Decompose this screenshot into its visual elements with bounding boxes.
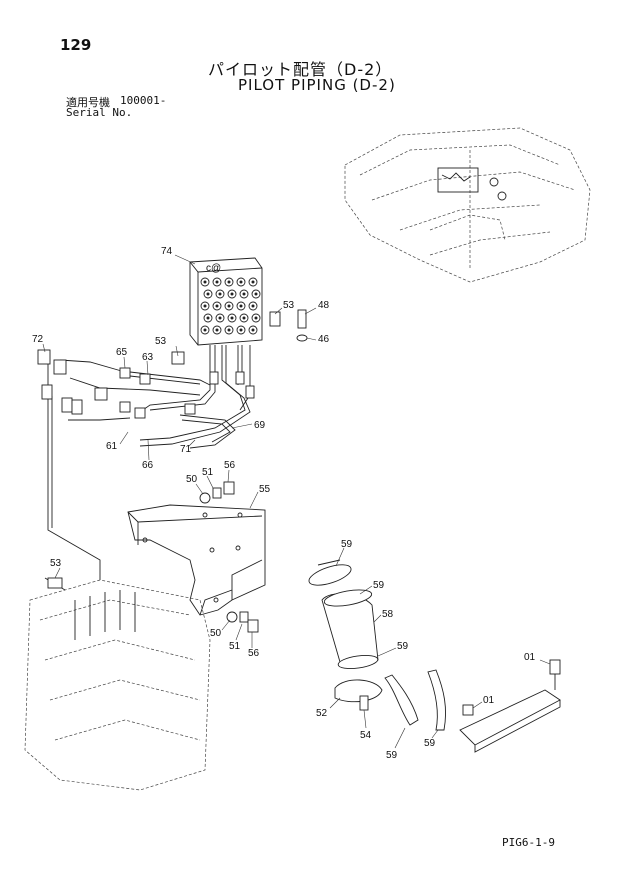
valve-port-center: [254, 316, 258, 320]
callout-53: 53: [155, 336, 167, 347]
valve-port-center: [203, 304, 207, 308]
valve-port-center: [215, 328, 219, 332]
valve-port-center: [227, 328, 231, 332]
valve-port-center: [251, 328, 255, 332]
callout-59: 59: [373, 580, 385, 591]
valve-port-center: [251, 304, 255, 308]
callout-58: 58: [382, 609, 394, 620]
valve-port-center: [239, 328, 243, 332]
callout-52: 52: [316, 708, 328, 719]
serial-label-japanese: 適用号機: [66, 96, 110, 109]
callout-71: 71: [180, 444, 192, 455]
valve-port-center: [215, 304, 219, 308]
valve-port-center: [254, 292, 258, 296]
callout-01: 01: [524, 652, 536, 663]
callout-51: 51: [229, 641, 241, 652]
callout-51: 51: [202, 467, 214, 478]
footer-code: PIG6-1-9: [502, 836, 555, 849]
callout-66: 66: [142, 460, 154, 471]
callout-63: 63: [142, 352, 154, 363]
hose-assembly: [308, 559, 447, 731]
callout-48: 48: [318, 300, 330, 311]
page-number: 129: [60, 36, 92, 54]
bracket: [127, 504, 266, 616]
valve-port-center: [242, 316, 246, 320]
callout-50: 50: [186, 474, 198, 485]
callout-55: 55: [259, 484, 271, 495]
bolts-washers: [199, 481, 259, 633]
callout-61: 61: [106, 441, 118, 452]
callout-72: 72: [32, 334, 44, 345]
callout-65: 65: [116, 347, 128, 358]
valve-port-center: [242, 292, 246, 296]
callout-01: 01: [483, 695, 495, 706]
callout-59: 59: [341, 539, 353, 550]
valve-port-center: [206, 292, 210, 296]
callout-53: 53: [50, 558, 62, 569]
callout-74: 74: [161, 246, 173, 257]
valve-port-center: [251, 280, 255, 284]
callout-50: 50: [210, 628, 222, 639]
callout-54: 54: [360, 730, 372, 741]
valve-port-center: [239, 304, 243, 308]
valve-ports: [200, 277, 261, 335]
pipe-fittings: [37, 309, 308, 419]
valve-port-center: [203, 328, 207, 332]
callout-46: 46: [318, 334, 330, 345]
valve-port-center: [203, 280, 207, 284]
valve-port-center: [206, 316, 210, 320]
callout-56: 56: [224, 460, 236, 471]
valve-port-center: [227, 280, 231, 284]
leader-lines: [42, 254, 551, 749]
callout-56: 56: [248, 648, 260, 659]
serial-label-english: Serial No.: [66, 106, 133, 119]
pilot-pipes: [47, 345, 251, 580]
valve-port-center: [239, 280, 243, 284]
callout-53: 53: [283, 300, 295, 311]
valve-port-center: [218, 292, 222, 296]
valve-port-center: [218, 316, 222, 320]
title-english: PILOT PIPING (D-2): [238, 76, 396, 94]
svg-text:c@: c@: [206, 263, 221, 274]
mount-plate: [459, 659, 561, 753]
valve-port-center: [227, 304, 231, 308]
title-japanese: パイロット配管（D-2）: [208, 60, 393, 79]
valve-port-center: [230, 316, 234, 320]
valve-port-center: [230, 292, 234, 296]
machine-overview: [344, 127, 591, 283]
callout-labels: 74 53 48 46 53 72 65 63 69 71 61 66 50 5…: [32, 246, 536, 761]
callout-69: 69: [254, 420, 266, 431]
callout-59: 59: [386, 750, 398, 761]
control-valve: [24, 577, 211, 791]
callout-59: 59: [424, 738, 436, 749]
valve-port-center: [215, 280, 219, 284]
serial-range: 100001-: [120, 94, 167, 107]
callout-59: 59: [397, 641, 409, 652]
